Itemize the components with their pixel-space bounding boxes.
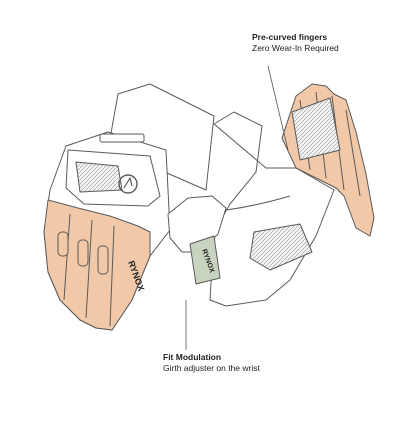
callout-description: Girth adjuster on the wrist (163, 362, 260, 373)
right-glove-cuff (209, 111, 335, 307)
callout-title: Fit Modulation (163, 352, 222, 362)
left-finger-slider-1 (57, 231, 69, 257)
left-finger-slider-3 (97, 245, 109, 275)
callout-description: Zero Wear-In Required (252, 42, 339, 53)
left-glove: RYNOX (43, 83, 215, 331)
left-knuckle-grille (75, 161, 123, 193)
fit-modulation-tab (189, 235, 221, 285)
callout-fit-modulation: Fit Modulation Girth adjuster on the wri… (163, 352, 260, 373)
fingers-leader-line (267, 65, 289, 151)
right-finger-grille (291, 97, 341, 161)
callout-title: Pre-curved fingers (252, 32, 328, 42)
left-glove-finger-skin (43, 199, 151, 331)
left-knuckle-logo (118, 174, 138, 194)
right-palm-slider (249, 223, 313, 271)
right-glove: RYNOX (167, 83, 375, 307)
left-finger-slider-2 (77, 239, 89, 267)
callout-pre-curved-fingers: Pre-curved fingers Zero Wear-In Required (252, 32, 339, 53)
